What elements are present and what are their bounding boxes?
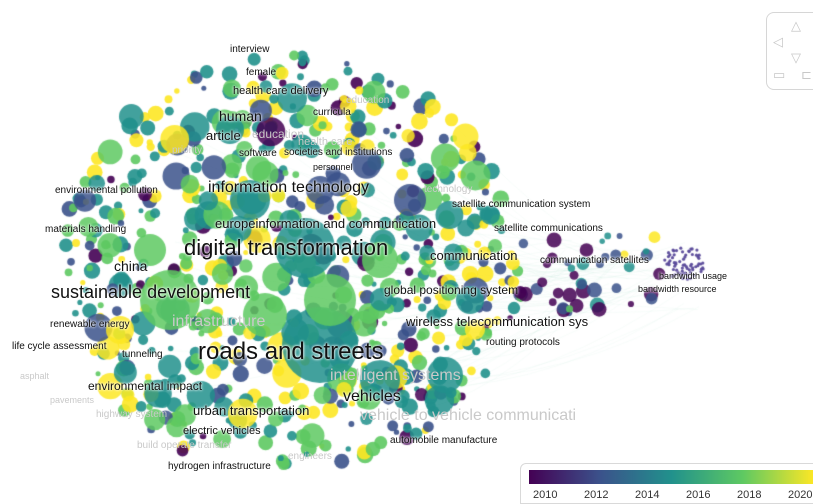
keyword-label[interactable]: wireless telecommunication sys [406,314,589,329]
legend-tick-2018: 2018 [737,489,762,501]
legend-tick-2020: 2020 [788,489,813,501]
keyword-label[interactable]: environmental pollution [55,185,158,196]
keyword-label[interactable]: bandwidth resource [638,284,717,294]
keyword-label[interactable]: human [219,108,262,124]
keyword-label[interactable]: renewable energy [50,319,130,330]
keyword-label[interactable]: routing protocols [486,337,560,348]
pan-down-icon[interactable]: ▽ [791,50,801,65]
keyword-label[interactable]: highway system [96,409,168,420]
keyword-label[interactable]: materials handling [45,224,127,235]
pan-up-icon[interactable]: △ [791,18,801,33]
keyword-label[interactable]: satellite communication system [452,199,591,210]
keyword-label[interactable]: technology [424,184,473,195]
keyword-label[interactable]: infrastructure [172,313,266,330]
keyword-label[interactable]: automobile manufacture [390,435,498,446]
year-color-legend: 2010 2012 2014 2016 2018 2020 [520,463,813,504]
keyword-label[interactable]: vehicle to vehicle communicati [360,407,577,424]
keyword-label[interactable]: health care delivery [233,85,329,97]
color-scale-bar [529,470,813,484]
keyword-label[interactable]: roads and streets [198,338,384,365]
keyword-label[interactable]: digital transformation [184,235,389,260]
keyword-label[interactable]: societies and institutions [284,147,393,158]
keyword-label[interactable]: tunneling [122,349,163,360]
keyword-label[interactable]: global positioning system [384,283,519,297]
keyword-label[interactable]: sustainable development [51,282,251,302]
keyword-label[interactable]: article [206,128,241,143]
keyword-label[interactable]: communication satellites [540,255,649,266]
keyword-label[interactable]: bandwidth usage [659,271,728,281]
keyword-label[interactable]: curricula [313,107,351,118]
legend-tick-2016: 2016 [686,489,711,501]
keyword-label[interactable]: personnel [313,162,353,172]
keyword-label[interactable]: interview [230,44,270,55]
keyword-label[interactable]: build operate transfer [137,440,232,451]
legend-tick-2010: 2010 [533,489,558,501]
keyword-label[interactable]: health care [298,136,353,148]
pan-left-icon[interactable]: ◁ [773,34,783,49]
keyword-label[interactable]: europeinformation and communication [215,216,437,231]
keyword-label[interactable]: hydrogen infrastructure [168,461,271,472]
keyword-label[interactable]: female [246,67,277,78]
keyword-label[interactable]: environmental impact [88,379,203,393]
keyword-label[interactable]: education [252,127,305,141]
keyword-label[interactable]: life cycle assessment [12,341,107,352]
keyword-label[interactable]: electric vehicles [183,425,261,437]
zoom-in-icon[interactable]: ⊏ [801,67,812,82]
keyword-label[interactable]: asphalt [20,371,50,381]
legend-tick-2014: 2014 [635,489,660,501]
legend-tick-2012: 2012 [584,489,609,501]
keyword-label[interactable]: vehicles [343,388,401,405]
zoom-out-icon[interactable]: ▭ [773,67,786,82]
keyword-label[interactable]: software [239,148,277,159]
keyword-label[interactable]: urban transportation [193,403,310,418]
keyword-label[interactable]: china [114,258,148,274]
keyword-label[interactable]: priority [172,145,203,156]
keyword-label[interactable]: information technology [208,179,369,196]
keyword-label[interactable]: communication [430,248,518,263]
keyword-label[interactable]: engineers [288,451,332,462]
keyword-label[interactable]: education [346,95,390,106]
keyword-label[interactable]: pavements [50,395,95,405]
keyword-label[interactable]: intelligent systems [330,367,461,384]
navigation-control[interactable]: △ ◁ ▽ ▭ ⊏ [766,12,813,90]
keyword-label[interactable]: satellite communications [494,223,603,234]
